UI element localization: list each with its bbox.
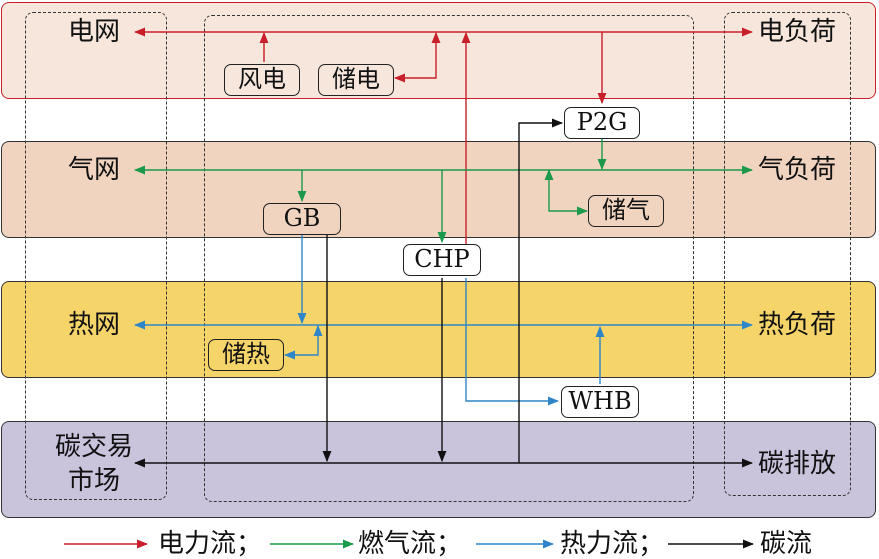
gas-flow-lines [133,137,754,244]
wind-power-node: 风电 [224,64,300,96]
gas-boiler-node: GB [263,203,341,235]
carbon-market-label-line2: 市场 [68,466,121,496]
device-group-box [204,15,694,502]
power-flow-lines [133,27,754,246]
carbon-emission-label: 碳排放 [758,449,837,479]
legend-carbon-flow: 碳流 [760,529,813,559]
carbon-flow-lines [133,118,754,468]
load-group-box [724,12,851,496]
heat-grid-label: 热网 [68,310,121,340]
gas-storage-node: 储气 [588,195,664,227]
p2g-node: P2G [564,107,640,139]
chp-node: CHP [403,244,481,276]
whb-node: WHB [561,386,639,418]
legend-gas-flow: 燃气流； [358,529,463,559]
network-group-box [25,12,167,500]
heat-load-label: 热负荷 [758,310,837,340]
power-grid-label: 电网 [68,17,121,47]
power-load-label: 电负荷 [758,17,837,47]
heat-flow-lines [133,235,754,406]
heat-storage-node: 储热 [208,339,284,371]
gas-grid-label: 气网 [68,155,121,185]
legend-heat-flow: 热力流； [560,529,665,559]
electric-storage-node: 储电 [318,64,394,96]
gas-layer-band [1,141,876,238]
carbon-market-label-line1: 碳交易 [55,432,134,462]
heat-layer-band [1,281,876,378]
legend-power-flow: 电力流； [158,529,263,559]
gas-load-label: 气负荷 [758,155,837,185]
